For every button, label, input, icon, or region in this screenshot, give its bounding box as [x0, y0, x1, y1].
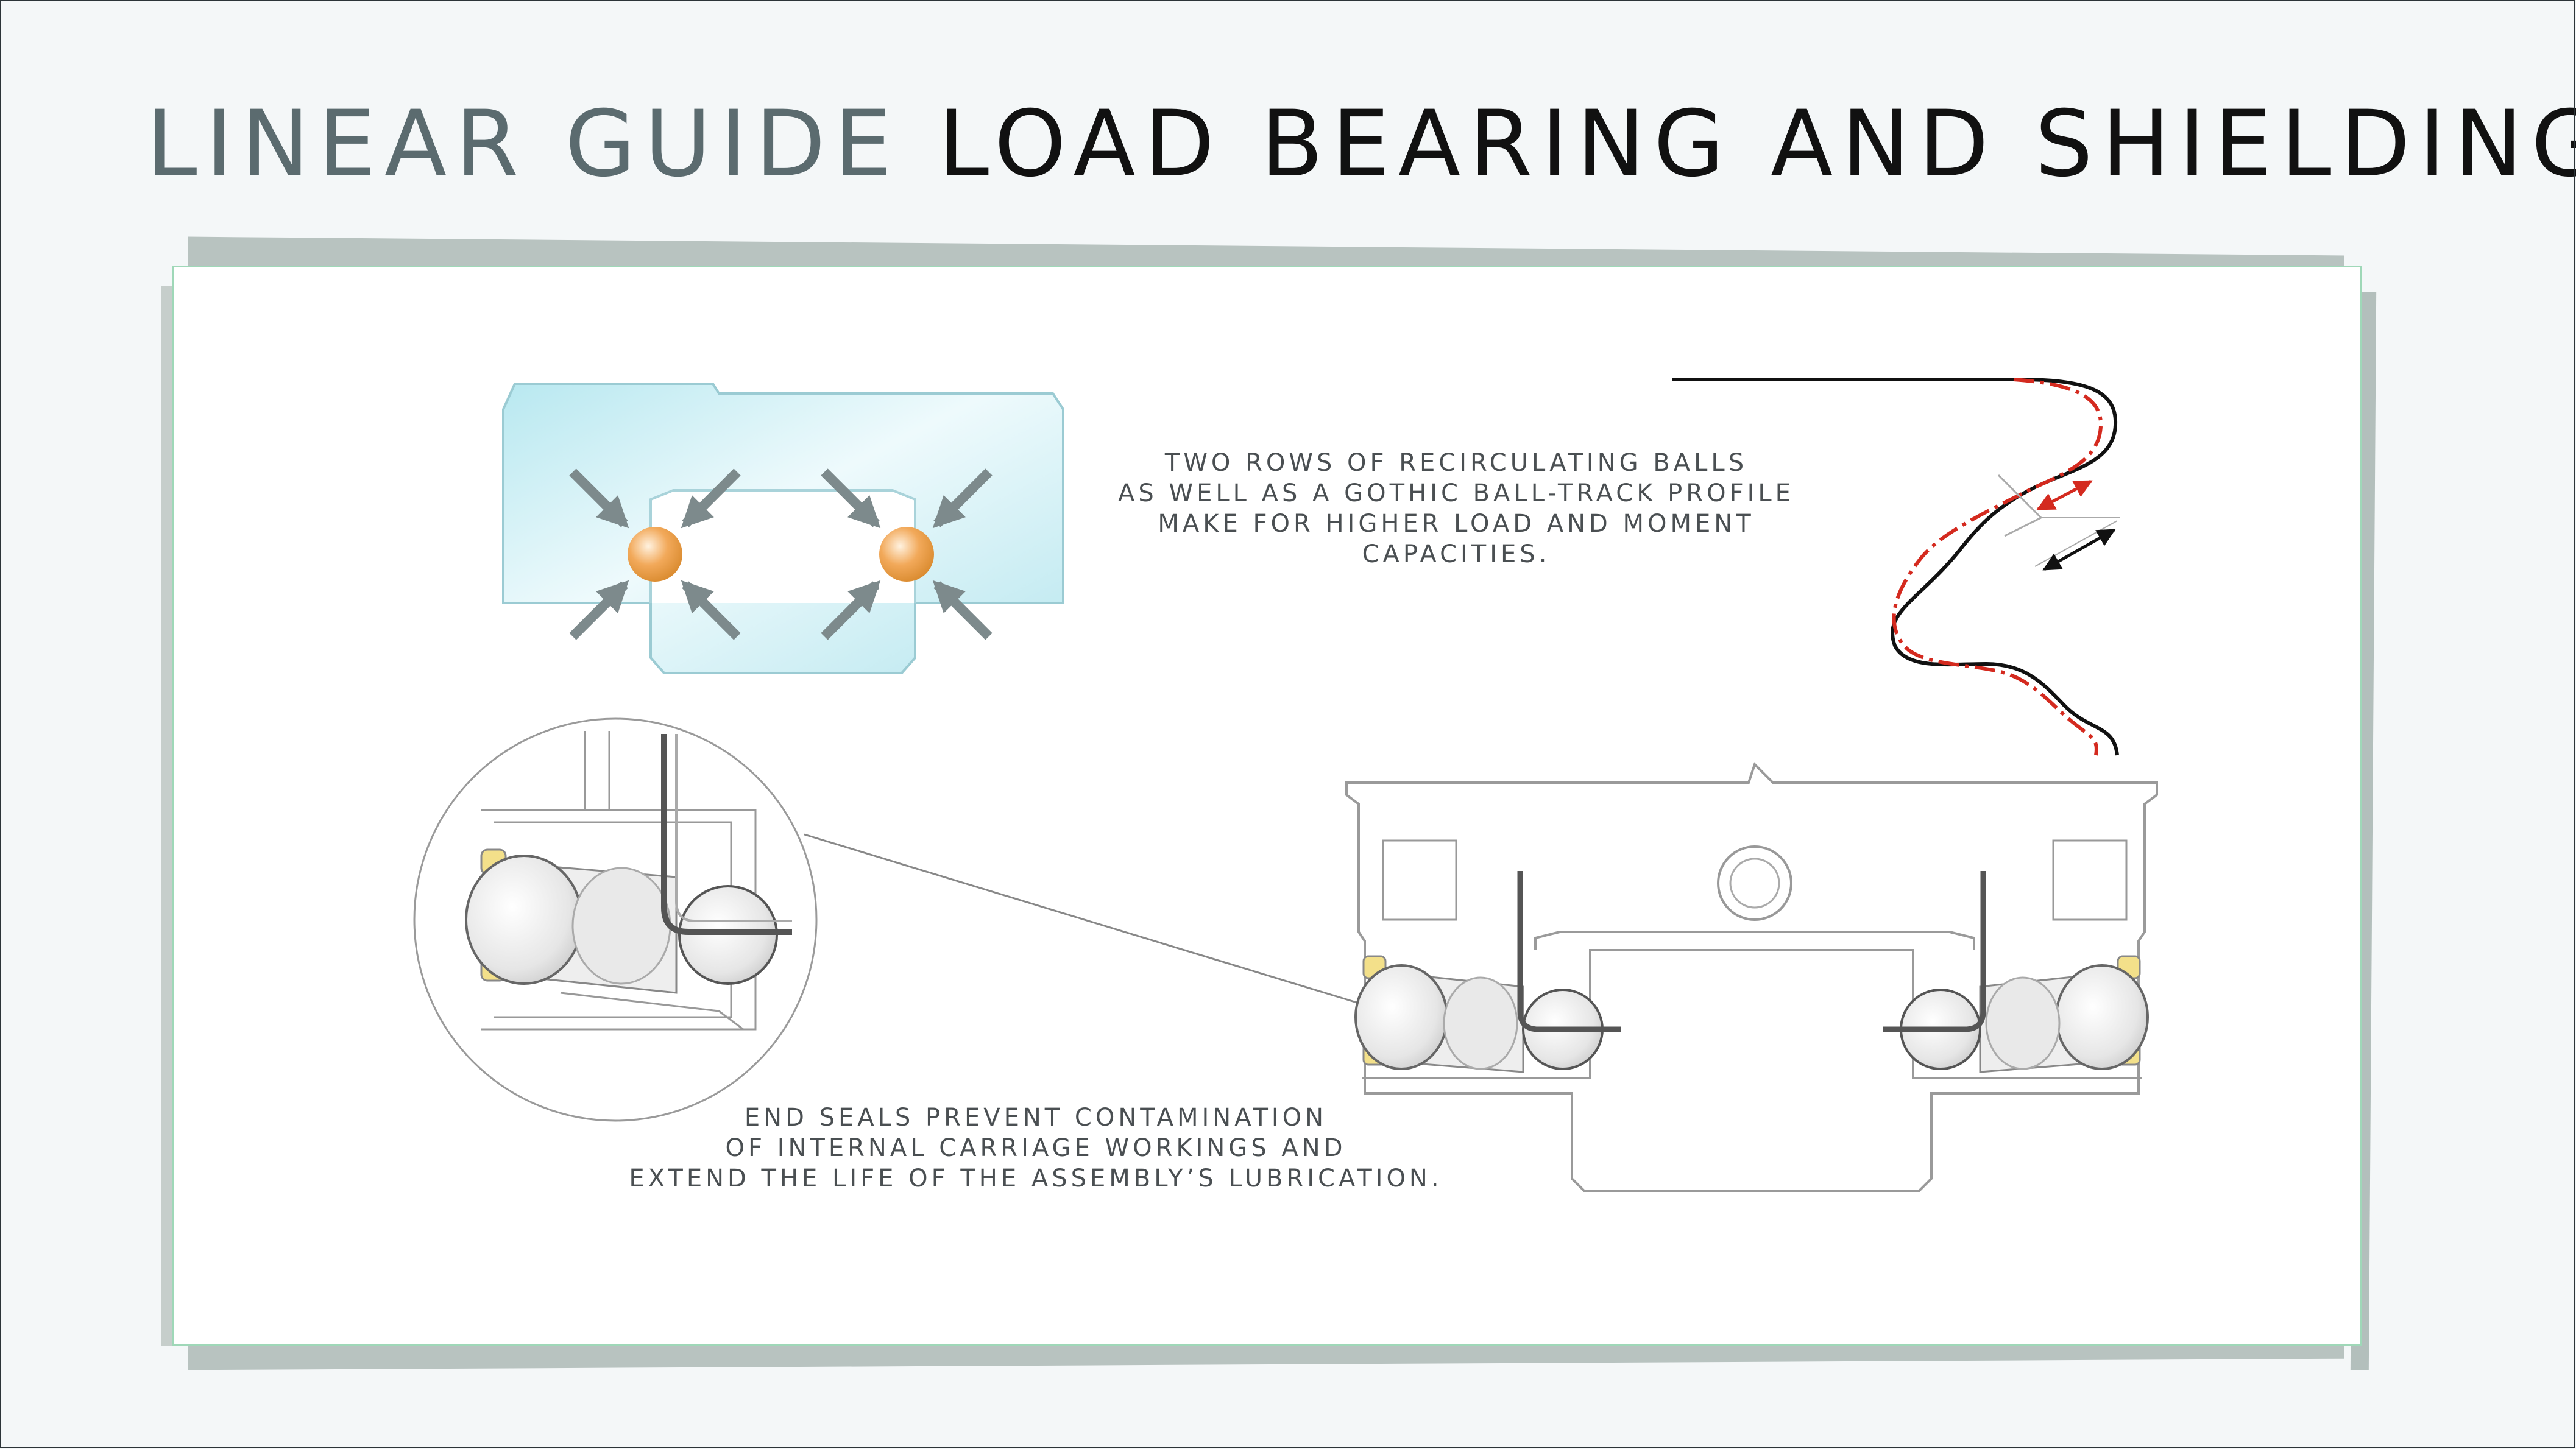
gothic-profile-diagram — [1672, 378, 2120, 756]
carriage-cross-section — [502, 383, 1064, 674]
ball-left — [628, 527, 682, 582]
caption-bottom-line: OF INTERNAL CARRIAGE WORKINGS AND — [725, 1134, 1346, 1162]
caption-bottom: END SEALS PREVENT CONTAMINATION OF INTER… — [609, 1102, 1462, 1194]
load-arrows-left — [569, 468, 741, 640]
title-part-dark: LOAD BEARING AND SHIELDING — [938, 91, 2576, 197]
caption-top-line: CAPACITIES. — [1362, 540, 1551, 568]
title-part-light: LINEAR GUIDE — [146, 91, 901, 197]
caption-bottom-line: END SEALS PREVENT CONTAMINATION — [744, 1104, 1328, 1132]
carriage-section-full — [1345, 762, 2158, 1192]
caption-top-line: AS WELL AS A GOTHIC BALL-TRACK PROFILE — [1118, 479, 1794, 507]
load-arrows-right — [821, 468, 993, 640]
page-title: LINEAR GUIDE LOAD BEARING AND SHIELDING — [146, 91, 2576, 197]
caption-bottom-line: EXTEND THE LIFE OF THE ASSEMBLY’S LUBRIC… — [629, 1165, 1443, 1193]
caption-top: TWO ROWS OF RECIRCULATING BALLS AS WELL … — [1091, 448, 1822, 569]
caption-top-line: TWO ROWS OF RECIRCULATING BALLS — [1164, 449, 1748, 477]
caption-top-line: MAKE FOR HIGHER LOAD AND MOMENT — [1158, 510, 1755, 538]
seal-detail-zoom — [413, 717, 1365, 1122]
ball-right — [879, 527, 934, 582]
